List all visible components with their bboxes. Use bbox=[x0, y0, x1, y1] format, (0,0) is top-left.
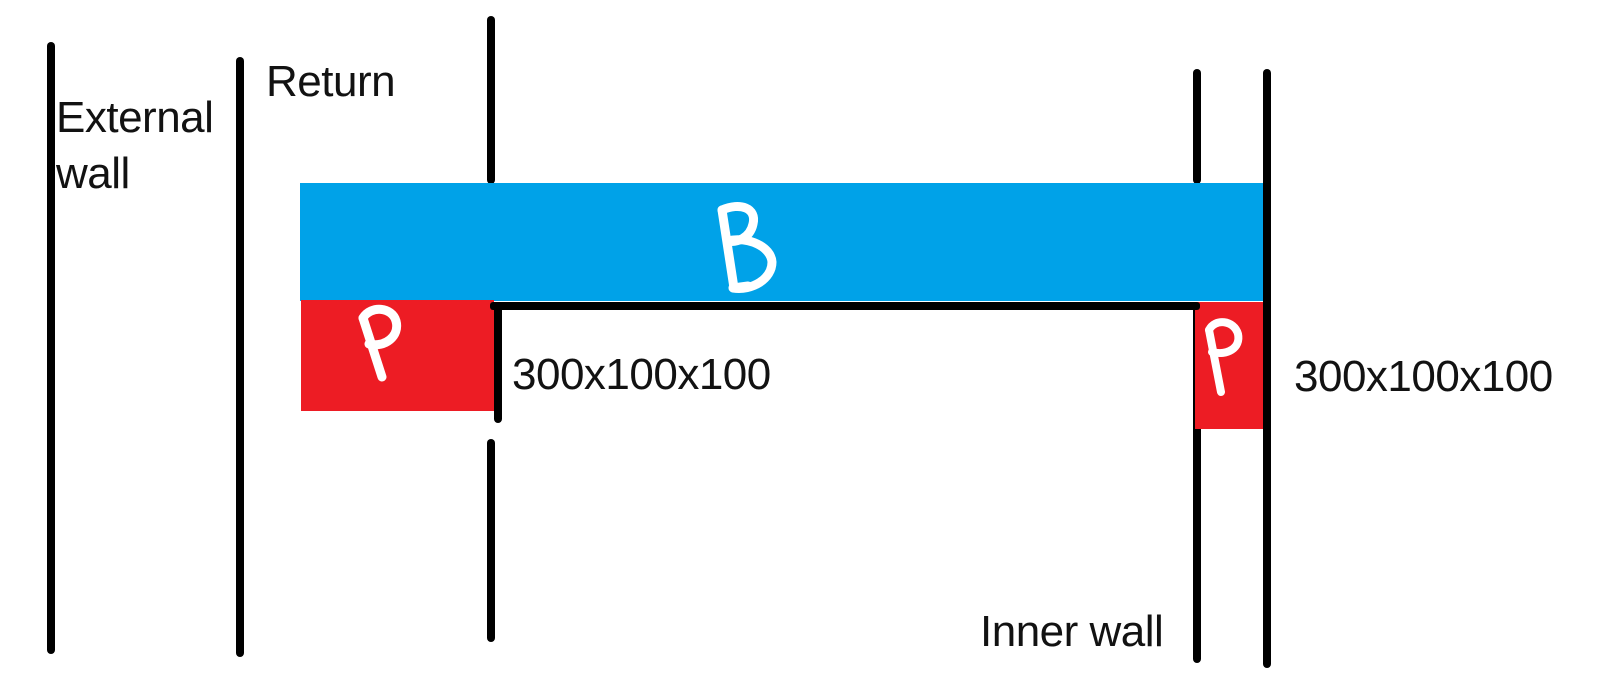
return-wall-label: Return bbox=[266, 57, 396, 106]
left-padstone-dimension-label: 300x100x100 bbox=[512, 350, 771, 399]
inner-wall-left-line-lower-segment bbox=[1193, 302, 1201, 663]
return-wall-line-lower-segment bbox=[487, 439, 495, 642]
return-wall-line-top-segment bbox=[487, 16, 495, 184]
right-padstone-dimension-label: 300x100x100 bbox=[1294, 352, 1553, 401]
inner-wall-label: Inner wall bbox=[980, 607, 1164, 656]
external-wall-outer-line bbox=[47, 42, 55, 654]
external-wall-inner-line bbox=[236, 57, 244, 657]
return-wall-line-mid-segment bbox=[494, 302, 502, 423]
external-wall-label: External wall bbox=[56, 93, 214, 198]
left-padstone-rectangle bbox=[301, 300, 494, 411]
beam-rectangle bbox=[300, 183, 1263, 301]
beam-underside-line bbox=[490, 302, 1200, 310]
inner-wall-left-line-top-segment bbox=[1193, 69, 1201, 184]
inner-wall-right-line bbox=[1263, 69, 1271, 668]
right-padstone-rectangle bbox=[1195, 302, 1263, 429]
